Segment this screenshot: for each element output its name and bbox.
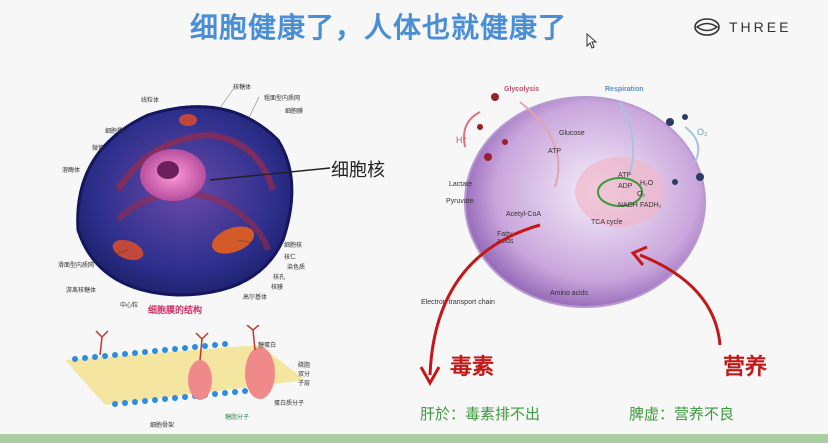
cell-label: 核糖体 xyxy=(233,84,252,91)
atp-label: ATP xyxy=(548,148,562,155)
cell-label: 染色质 xyxy=(287,264,306,271)
nutrition-label: 营养 xyxy=(723,355,768,380)
adp-label: ADP xyxy=(618,183,633,190)
cell-label: 核膜 xyxy=(271,284,284,291)
cell-structure-diagram xyxy=(76,87,294,297)
cell-label: 滑面型内质网 xyxy=(58,262,95,269)
cell-label: 核孔 xyxy=(273,274,286,281)
fatty-acids-label: Fatty acids xyxy=(497,231,514,245)
pyruvate-label: Pyruvate xyxy=(446,198,474,205)
cell-label: 线粒体 xyxy=(141,97,160,104)
mouse-cursor-icon xyxy=(586,33,598,49)
atp-label-2: ATP xyxy=(618,172,632,179)
o2-label: O₂ xyxy=(697,127,708,137)
electron-transport-label: Electron transport chain xyxy=(421,299,495,306)
spleen-caption: 脾虚：营养不良 xyxy=(629,405,735,423)
cell-label: 核仁 xyxy=(284,254,297,261)
brand-logo: THREE xyxy=(693,17,791,37)
tca-cycle-label: TCA cycle xyxy=(591,219,623,226)
bottom-bar xyxy=(0,434,828,443)
liver-caption: 肝於：毒素排不出 xyxy=(420,405,541,423)
membrane-label: 磷脂双分子层 xyxy=(298,362,311,387)
membrane-label: 蛋白质分子 xyxy=(274,400,305,407)
logo-mark-icon xyxy=(694,18,720,36)
nucleus-label: 细胞核 xyxy=(331,160,385,181)
cell-label: 粗面型内质网 xyxy=(264,95,301,102)
cell-label: 细胞核 xyxy=(284,242,303,249)
amino-acids-label: Amino acids xyxy=(550,290,589,297)
flow-arrows xyxy=(419,223,722,387)
cell-label: 细胞膜 xyxy=(285,108,304,115)
lactate-label: Lactate xyxy=(449,181,472,188)
glycolysis-label: Glycolysis xyxy=(504,86,540,93)
slide-title: 细胞健康了，人体也就健康了 xyxy=(190,11,568,44)
o2-inner-label: O₂ xyxy=(637,191,646,198)
fadh2-label: FADH₂ xyxy=(640,202,662,209)
nadh-label: NADH xyxy=(618,202,638,209)
cell-label: 游离核糖体 xyxy=(66,287,97,294)
cell-label: 中心粒 xyxy=(120,302,139,309)
membrane-label: 细胞骨架 xyxy=(150,422,175,429)
cell-label: 高尔基体 xyxy=(243,294,268,301)
cell-label: 微管 xyxy=(92,145,105,152)
logo-text: THREE xyxy=(729,19,792,35)
glucose-label: Glucose xyxy=(559,130,585,137)
hplus-label: H⁺ xyxy=(456,135,468,145)
membrane-label: 糖脂分子 xyxy=(225,414,250,421)
cell-caption: 细胞膜的结构 xyxy=(148,306,203,316)
cell-label: 溶酶体 xyxy=(62,167,81,174)
cell-label: 细胞质 xyxy=(105,128,124,135)
cell-metabolism-diagram xyxy=(463,93,706,308)
acetyl-coa-label: Acetyl-CoA xyxy=(506,211,542,218)
respiration-label: Respiration xyxy=(605,86,644,93)
nucleus-pointer-line xyxy=(210,167,331,181)
toxin-label: 毒素 xyxy=(450,355,495,380)
cell-membrane-diagram xyxy=(65,325,305,407)
membrane-label: 糖蛋白 xyxy=(258,342,277,349)
h2o-label: H₂O xyxy=(640,180,654,187)
